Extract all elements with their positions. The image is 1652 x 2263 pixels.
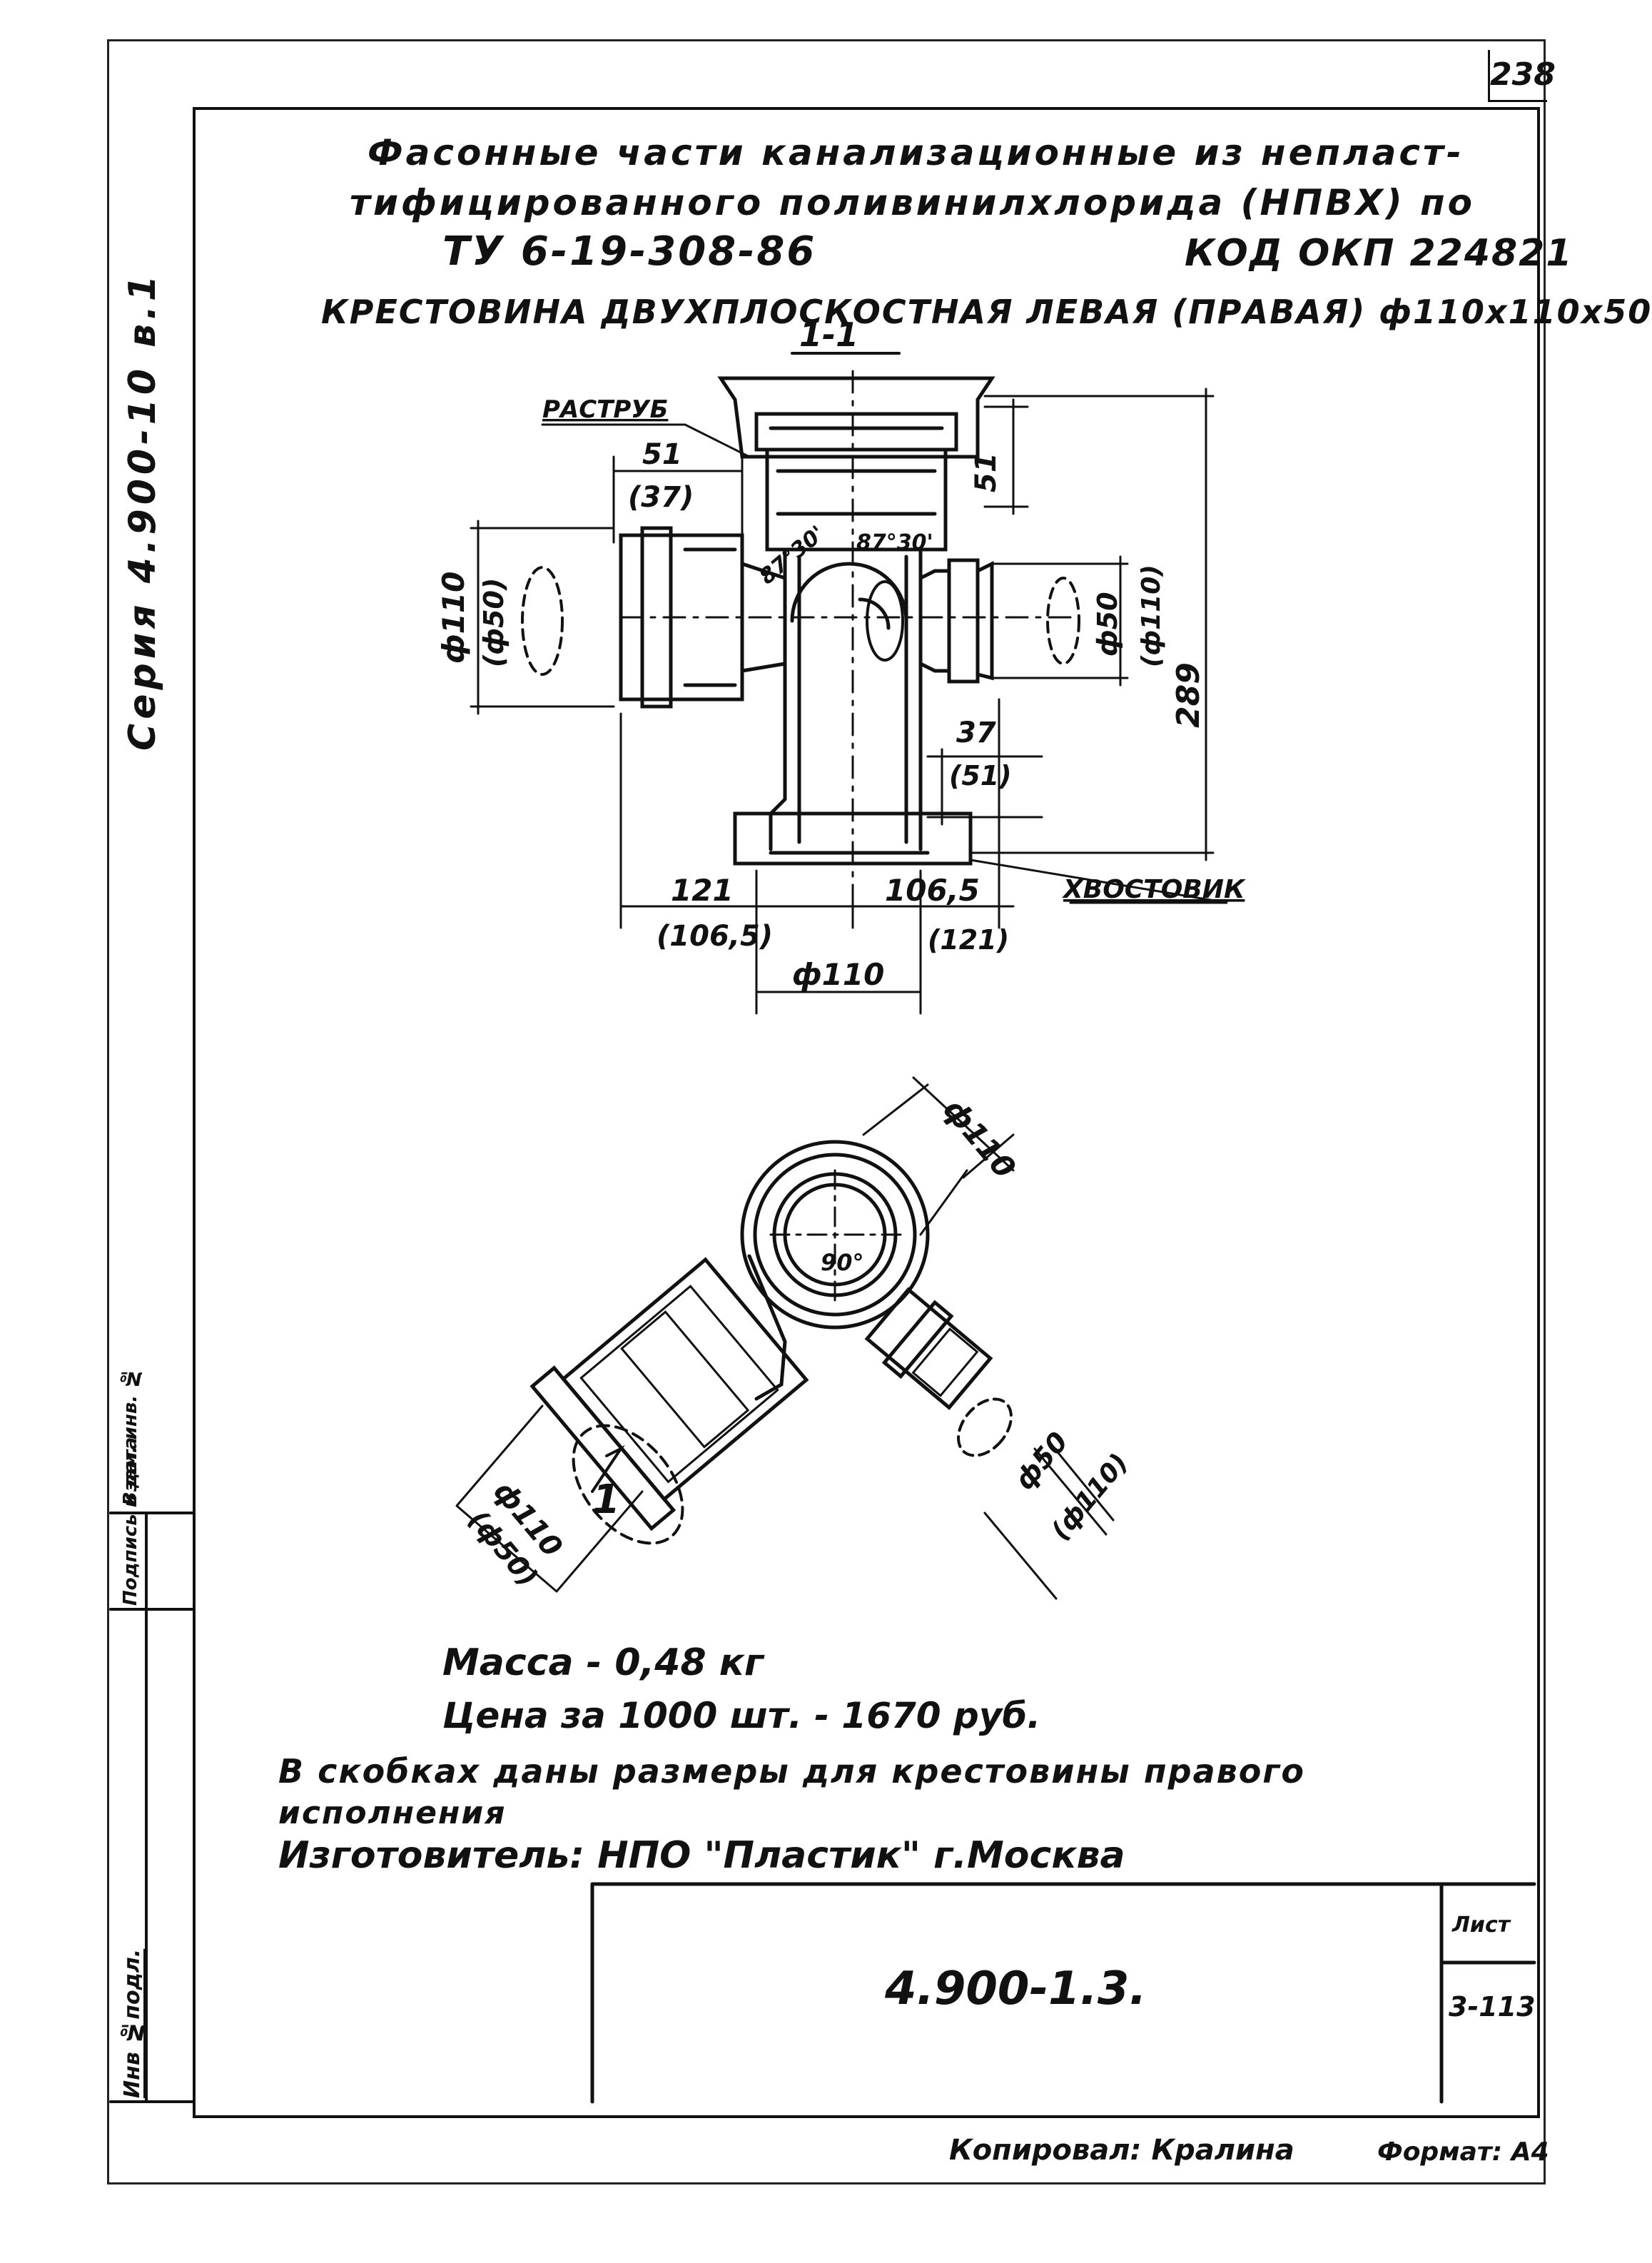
side-label-sign: Подпись и дата: [120, 1437, 141, 1606]
designation: 4.900-1.3.: [885, 1963, 1147, 2015]
part-name: КРЕСТОВИНА ДВУХПЛОСКОСТНАЯ ЛЕВАЯ (ПРАВАЯ…: [321, 293, 1652, 331]
section-label: 1-1: [799, 315, 858, 354]
okp-code: КОД ОКП 224821: [1185, 232, 1574, 275]
section-view: [470, 352, 1228, 1015]
side-label-replaced: Взам. инв. №: [120, 1367, 141, 1506]
sheet-number: 238: [1488, 50, 1556, 102]
note-price: Цена за 1000 шт. - 1670 руб.: [442, 1695, 1041, 1736]
dim-bottom-right-a: 106,5: [885, 873, 980, 908]
dim-height: 289: [1170, 662, 1207, 728]
title-block-lines: [109, 1512, 1536, 2104]
plan-angle: 90°: [821, 1249, 864, 1276]
dim-bottom-left-a: 121: [671, 873, 734, 908]
title-line-1: Фасонные части канализационные из неплас…: [368, 132, 1464, 173]
drawing-frame: [193, 107, 1540, 2118]
dim-left-dia-a: ф110: [436, 572, 471, 664]
dim-angle-right: 87°30': [856, 530, 933, 555]
note-mass: Масса - 0,48 кг: [442, 1641, 764, 1684]
dim-top-left-a: 51: [642, 438, 682, 471]
footer-copied: Копировал: Кралина: [949, 2134, 1294, 2167]
plan-view: [455, 1076, 1115, 1600]
dim-bottom-right-b: (121): [928, 924, 1009, 956]
drawing-labels: 1-1 РАСТРУБ ХВОСТОВИК 51 (37) 51 ф110 (ф…: [436, 315, 1246, 1593]
sheet-value: 3-113: [1449, 1991, 1536, 2022]
title-spec: ТУ 6-19-308-86: [442, 228, 817, 275]
dim-left-dia-b: (ф50): [478, 578, 510, 667]
dim-top-right: 51: [970, 452, 1003, 492]
note-brackets-2: исполнения: [278, 1795, 507, 1831]
side-label-inv: Инв №подл.: [120, 1948, 145, 2098]
note-brackets-1: В скобках даны размеры для крестовины пр…: [278, 1752, 1305, 1791]
dim-bottom-left-b: (106,5): [657, 920, 773, 953]
dim-right-dia-a: ф50: [1092, 592, 1123, 657]
title-line-2: тифицированного поливинилхлорида (НПВХ) …: [350, 182, 1475, 223]
dim-right-low-a: 37: [956, 717, 996, 749]
dim-top-left-b: (37): [628, 481, 694, 514]
dim-right-low-b: (51): [949, 760, 1012, 791]
sheet-label: Лист: [1452, 1913, 1511, 1938]
footer-format: Формат: А4: [1377, 2137, 1549, 2167]
dim-right-dia-b: (ф110): [1137, 565, 1166, 667]
plan-section-mark: 1: [592, 1477, 620, 1523]
dim-bottom-dia: ф110: [792, 957, 884, 992]
callout-socket: РАСТРУБ: [542, 395, 668, 424]
callout-spigot: ХВОСТОВИК: [1062, 875, 1246, 904]
sheet-outer-border: [107, 39, 1546, 2184]
note-manufacturer: Изготовитель: НПО "Пластик" г.Москва: [278, 1834, 1125, 1877]
